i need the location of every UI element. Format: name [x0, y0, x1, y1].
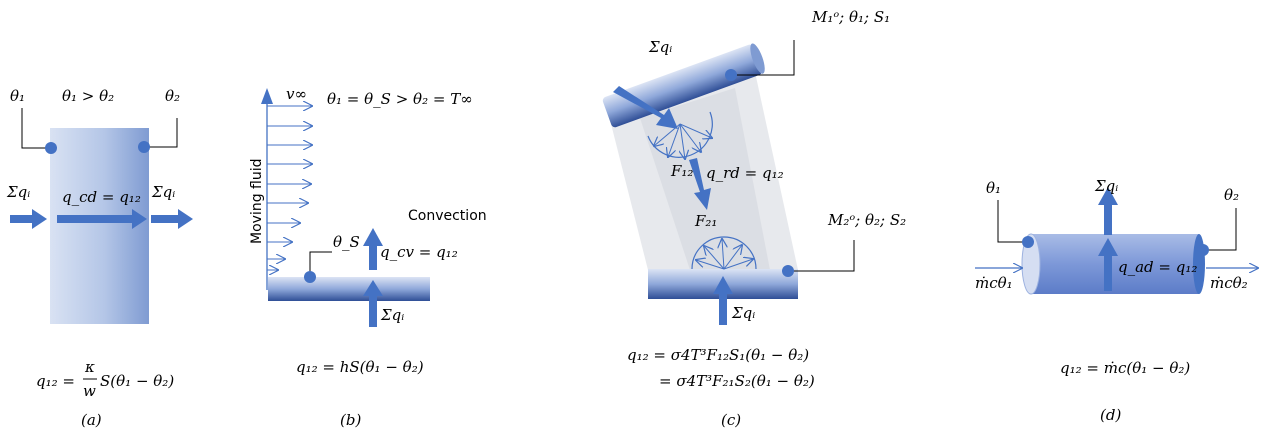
theta2-probe-d [1197, 244, 1209, 256]
caption-a: (a) [81, 411, 102, 429]
moving-fluid-label: Moving fluid [249, 159, 265, 245]
formula-lhs: q₁₂ = [36, 372, 75, 390]
bottom-body-label: M₂ᵒ; θ₂; S₂ [827, 211, 906, 229]
relation-label-b: θ₁ = θ_S > θ₂ = T∞ [327, 90, 473, 108]
outflow-label: ṁcθ₂ [1210, 274, 1248, 292]
heat-out-label-d: Σqᵢ [1094, 177, 1118, 195]
theta1-probe-d [1022, 236, 1034, 248]
advection-flux-label: q_ad = q₁₂ [1118, 258, 1197, 276]
heat-in-label: Σqᵢ [6, 183, 30, 201]
bottom-probe [782, 265, 794, 277]
top-probe [725, 69, 737, 81]
theta2-leader-d [1203, 208, 1237, 251]
caption-b: (b) [340, 411, 361, 429]
heat-out-arrow [151, 209, 193, 229]
bottom-label-leader [788, 240, 855, 272]
flux-label: q_cd = q₁₂ [62, 188, 141, 206]
theta1-leader [21, 108, 51, 149]
panel-a-conduction: θ₁ θ₁ > θ₂ θ₂ Σqᵢ q_cd = q₁₂ Σqᵢ q₁₂ = κ… [6, 87, 193, 429]
theta2-leader [146, 118, 178, 148]
convection-arrow [363, 228, 383, 270]
panel-b-convection: v∞ θ₁ = θ_S > θ₂ = T∞ Moving fluid Conve… [249, 85, 487, 429]
convection-label: Convection [408, 208, 487, 224]
view-beam-inner [640, 88, 770, 270]
formula-c-line1: q₁₂ = σ4T³F₁₂S₁(θ₁ − θ₂) [627, 346, 809, 364]
theta2-probe [138, 141, 150, 153]
flow-tube [1031, 234, 1199, 294]
relation-label: θ₁ > θ₂ [62, 87, 114, 105]
heated-plate [268, 277, 430, 301]
heat-out-label: Σqᵢ [151, 183, 175, 201]
bottom-hemisphere [691, 236, 757, 270]
theta1-label-d: θ₁ [986, 179, 1001, 197]
radiation-flux-label: q_rd = q₁₂ [706, 164, 784, 182]
top-body-label: M₁ᵒ; θ₁; S₁ [811, 8, 890, 26]
velocity-label: v∞ [286, 85, 307, 103]
caption-d: (d) [1100, 406, 1121, 424]
flux-label-b: q_cv = q₁₂ [380, 243, 458, 261]
advection-arrow [1098, 238, 1118, 291]
theta1-leader-d [997, 200, 1028, 243]
theta2-label: θ₂ [165, 87, 180, 105]
bottom-heat-in-label: Σqᵢ [731, 304, 755, 322]
top-hemisphere [647, 111, 713, 158]
theta1-label: θ₁ [10, 87, 25, 105]
heat-in-arrow-b [363, 280, 383, 327]
top-heat-in-label: Σqᵢ [648, 38, 672, 56]
view-factor-f21: F₂₁ [694, 212, 717, 230]
radiation-arrow [689, 158, 711, 210]
velocity-profile [267, 106, 312, 270]
formula-b: q₁₂ = hS(θ₁ − θ₂) [296, 358, 424, 376]
surface-probe [304, 271, 316, 283]
theta1-probe [45, 142, 57, 154]
velocity-axis-head [261, 88, 273, 104]
surface-temp-label: θ_S [333, 233, 360, 251]
formula-d: q₁₂ = ṁc(θ₁ − θ₂) [1060, 359, 1190, 377]
top-heat-in-arrow [613, 86, 678, 129]
fraction-denominator: w [83, 382, 96, 400]
inflow-label: ṁcθ₁ [975, 274, 1013, 292]
heat-out-arrow-d [1098, 187, 1118, 235]
conduction-arrow [57, 209, 147, 229]
bottom-rays [696, 239, 753, 270]
panel-c-radiation: M₁ᵒ; θ₁; S₁ Σqᵢ F₁₂ q_rd = q₁₂ F₂₁ M₂ᵒ; … [602, 8, 906, 429]
caption-c: (c) [721, 411, 741, 429]
surface-temp-leader [309, 251, 332, 277]
top-label-leader [731, 40, 795, 76]
heat-in-arrow [10, 209, 47, 229]
panel-d-advection: θ₁ θ₂ Σqᵢ q_ad = q₁₂ ṁcθ₁ ṁcθ₂ q₁₂ = ṁc(… [975, 177, 1258, 424]
theta2-label-d: θ₂ [1224, 186, 1239, 204]
formula-c-line2: = σ4T³F₂₁S₂(θ₁ − θ₂) [659, 372, 815, 390]
bottom-heat-in-arrow [713, 276, 733, 325]
view-factor-f12: F₁₂ [670, 162, 693, 180]
heat-in-label-b: Σqᵢ [380, 306, 404, 324]
fraction-numerator: κ [84, 358, 95, 376]
formula-rhs: S(θ₁ − θ₂) [100, 372, 174, 390]
